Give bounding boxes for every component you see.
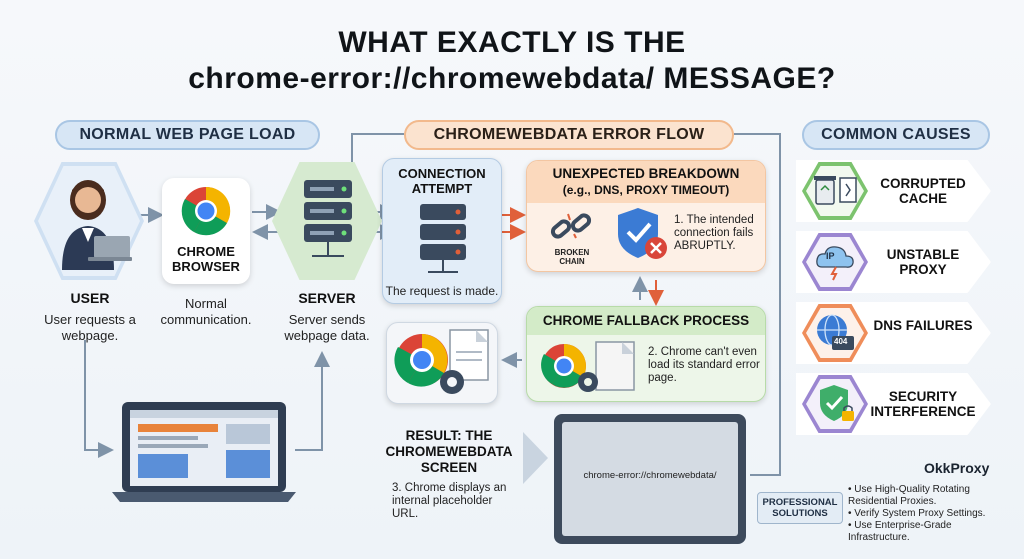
solution-item: • Verify System Proxy Settings. xyxy=(848,508,986,519)
fallback-desc: 2. Chrome can't even load its standard e… xyxy=(648,346,760,384)
error-screen-url: chrome-error://chromewebdata/ xyxy=(583,470,717,481)
browser-label: CHROME BROWSER xyxy=(172,244,240,274)
server-desc: Server sends webpage data. xyxy=(284,312,370,343)
page-title-line1: WHAT EXACTLY IS THE xyxy=(338,26,686,59)
error-screen-display xyxy=(562,422,738,536)
cloud-ip-icon xyxy=(816,246,854,281)
fallback-title: CHROME FALLBACK PROCESS xyxy=(542,313,750,328)
solution-item: • Use High-Quality Rotating Residential … xyxy=(848,484,970,507)
brand-name: OkkProxy xyxy=(924,460,990,476)
chrome-gear-page-icon xyxy=(541,341,635,392)
section-normal-header: NORMAL WEB PAGE LOAD xyxy=(55,120,320,150)
connection-server-icon xyxy=(420,204,466,273)
breakdown-header-bg xyxy=(527,161,765,203)
user-desc: User requests a webpage. xyxy=(44,312,136,343)
cause-label: DNS FAILURES xyxy=(873,318,973,333)
result-chrome-page-icon xyxy=(394,329,489,394)
section-error-header: CHROMEWEBDATA ERROR FLOW xyxy=(404,120,734,150)
solution-text: Use High-Quality Rotating Residential Pr… xyxy=(848,484,970,507)
breakdown-title: UNEXPECTED BREAKDOWN xyxy=(552,166,740,181)
server-rack-icon xyxy=(304,180,352,257)
result-desc: 3. Chrome displays an internal placehold… xyxy=(392,482,507,520)
server-label: SERVER xyxy=(298,290,356,306)
solution-text: Verify System Proxy Settings. xyxy=(854,508,986,519)
trash-icon xyxy=(814,176,857,205)
cause-label: SECURITY INTERFERENCE xyxy=(870,389,976,419)
solution-text: Use Enterprise-Grade Infrastructure. xyxy=(848,520,952,543)
ip-badge: IP xyxy=(826,251,835,261)
professional-solutions-badge: PROFESSIONAL SOLUTIONS xyxy=(757,492,843,524)
shield-icon xyxy=(820,385,854,421)
broken-chain-label: BROKEN CHAIN xyxy=(554,248,590,266)
cause-label: CORRUPTED CACHE xyxy=(880,176,966,206)
chrome-logo-icon xyxy=(181,186,231,236)
result-title: RESULT: THE CHROMEWEBDATA SCREEN xyxy=(385,428,513,475)
cause-label: UNSTABLE PROXY xyxy=(886,247,960,277)
breakdown-desc: 1. The intended connection fails ABRUPTL… xyxy=(674,214,754,252)
page-title-line2: chrome-error://chromewebdata/ MESSAGE? xyxy=(188,62,836,95)
shield-error-icon xyxy=(618,208,667,259)
globe-icon xyxy=(817,314,854,350)
user-label: USER xyxy=(70,290,110,306)
user-person-icon xyxy=(62,180,132,270)
fallback-header-bg xyxy=(527,307,765,335)
solutions-list: • Use High-Quality Rotating Residential … xyxy=(848,484,1008,544)
connection-attempt-desc: The request is made. xyxy=(385,284,499,298)
section-causes-header: COMMON CAUSES xyxy=(802,120,990,150)
solution-item: • Use Enterprise-Grade Infrastructure. xyxy=(848,520,952,543)
breakdown-subtitle: (e.g., DNS, PROXY TIMEOUT) xyxy=(562,183,730,197)
broken-chain-icon xyxy=(550,213,592,239)
browser-desc: Normal communication. xyxy=(160,296,252,327)
dns-404-badge: 404 xyxy=(834,337,848,346)
laptop-icon xyxy=(112,402,296,502)
connection-attempt-title: CONNECTION ATTEMPT xyxy=(398,166,486,196)
